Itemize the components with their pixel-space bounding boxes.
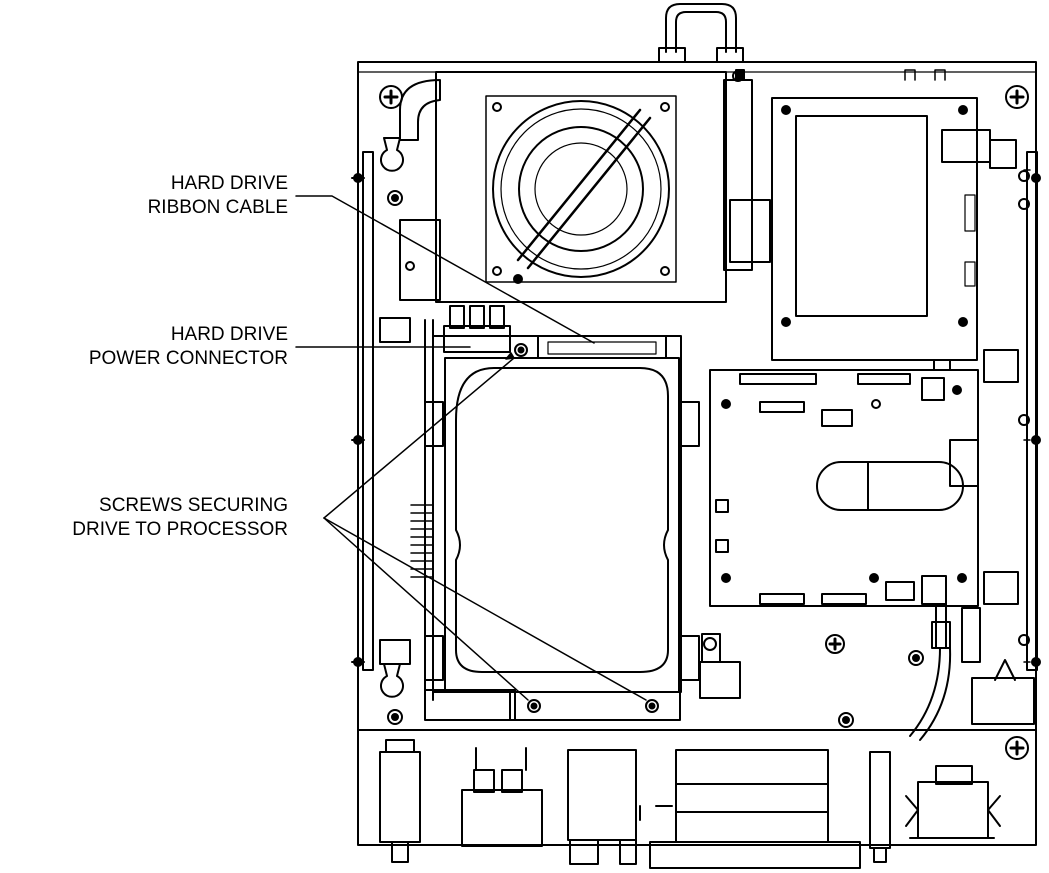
callout-ribbon-cable: HARD DRIVE RIBBON CABLE <box>148 172 288 220</box>
callout-power-line1: HARD DRIVE <box>170 324 288 345</box>
hard-drive <box>379 305 700 721</box>
screw-leader-bottom-left <box>323 517 529 701</box>
top-cable-loop <box>658 3 744 63</box>
callout-screws-line2: DRIVE TO PROCESSOR <box>72 519 288 540</box>
processor-board <box>709 369 979 741</box>
callout-power-line2: POWER CONNECTOR <box>88 348 288 369</box>
ribbon-cable-leader <box>295 195 595 344</box>
keyhole-slots <box>380 137 404 698</box>
callout-ribbon-line2: RIBBON CABLE <box>147 197 288 218</box>
callout-power-connector: HARD DRIVE POWER CONNECTOR <box>89 323 288 371</box>
callout-ribbon-line1: HARD DRIVE <box>170 173 288 194</box>
chassis-frame <box>351 61 1041 846</box>
power-supply-board <box>771 69 1030 371</box>
bottom-connectors <box>379 739 1001 869</box>
leader-lines <box>295 195 647 701</box>
right-connectors <box>699 349 1035 728</box>
callout-screws-line1: SCREWS SECURING <box>99 495 288 516</box>
screw-leader-top <box>323 357 515 519</box>
screw-leader-bottom-right <box>323 517 647 701</box>
corner-screws <box>379 85 1029 760</box>
fan-assembly <box>435 69 771 303</box>
left-bracket <box>387 79 441 725</box>
callout-screws: SCREWS SECURING DRIVE TO PROCESSOR <box>72 494 288 542</box>
